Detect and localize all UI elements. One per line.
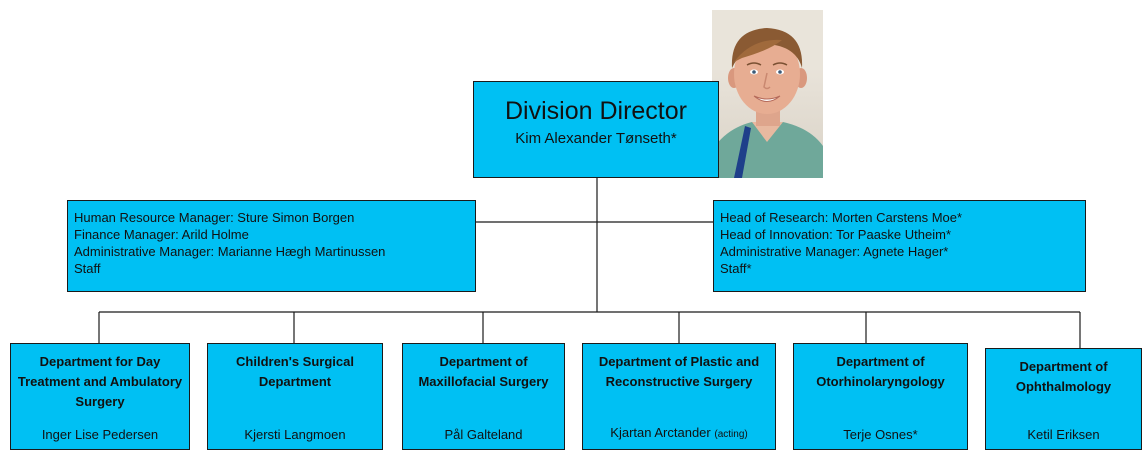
department-box-day-treatment: Department for Day Treatment and Ambulat… (10, 343, 190, 450)
department-head-name: Terje Osnes* (843, 427, 918, 442)
director-portrait (712, 10, 823, 178)
director-name: Kim Alexander Tønseth* (515, 130, 677, 147)
department-name: Department for Day Treatment and Ambulat… (17, 354, 183, 409)
department-head: Kjartan Arctander (acting) (583, 425, 775, 443)
department-head-note: (acting) (714, 429, 748, 440)
department-name: Department of Otorhinolaryngology (816, 354, 945, 389)
department-head: Pål Galteland (403, 427, 564, 443)
staff-box-left: Human Resource Manager: Sture Simon Borg… (67, 200, 476, 292)
staff-box-right: Head of Research: Morten Carstens Moe* H… (713, 200, 1086, 292)
staff-line-hr-manager: Human Resource Manager: Sture Simon Borg… (74, 210, 355, 225)
department-box-plastic-reconstructive: Department of Plastic and Reconstructive… (582, 343, 776, 450)
department-head-name: Inger Lise Pedersen (41, 427, 159, 442)
department-name: Children's Surgical Department (236, 354, 354, 389)
department-box-ophthalmology: Department of Ophthalmology Ketil Erikse… (985, 348, 1142, 450)
staff-line-head-of-research: Head of Research: Morten Carstens Moe* (720, 210, 963, 225)
staff-line-head-of-innovation: Head of Innovation: Tor Paaske Utheim* (720, 227, 952, 242)
director-title: Division Director (505, 97, 687, 125)
staff-line-finance-manager: Finance Manager: Arild Holme (74, 227, 249, 242)
department-head-name: Ketil Eriksen (1027, 427, 1100, 442)
department-box-otorhinolaryngology: Department of Otorhinolaryngology Terje … (793, 343, 968, 450)
department-name: Department of Ophthalmology (1015, 359, 1112, 394)
department-head-name: Kjartan Arctander (610, 425, 711, 440)
department-head: Terje Osnes* (794, 427, 967, 443)
department-head: Ketil Eriksen (986, 427, 1141, 443)
division-director-box: Division Director Kim Alexander Tønseth* (473, 81, 719, 178)
department-name: Department of Maxillofacial Surgery (418, 354, 549, 389)
department-head: Kjersti Langmoen (208, 427, 382, 443)
staff-line-staff: Staff (74, 261, 101, 276)
department-name: Department of Plastic and Reconstructive… (598, 354, 760, 389)
staff-line-staff: Staff* (720, 261, 752, 276)
staff-line-admin-manager: Administrative Manager: Agnete Hager* (720, 244, 949, 259)
department-box-maxillofacial: Department of Maxillofacial Surgery Pål … (402, 343, 565, 450)
department-head-name: Pål Galteland (444, 427, 523, 442)
department-head-name: Kjersti Langmoen (244, 427, 346, 442)
department-head: Inger Lise Pedersen (11, 427, 189, 443)
staff-line-admin-manager: Administrative Manager: Marianne Hægh Ma… (74, 244, 386, 259)
department-box-childrens-surgical: Children's Surgical Department Kjersti L… (207, 343, 383, 450)
